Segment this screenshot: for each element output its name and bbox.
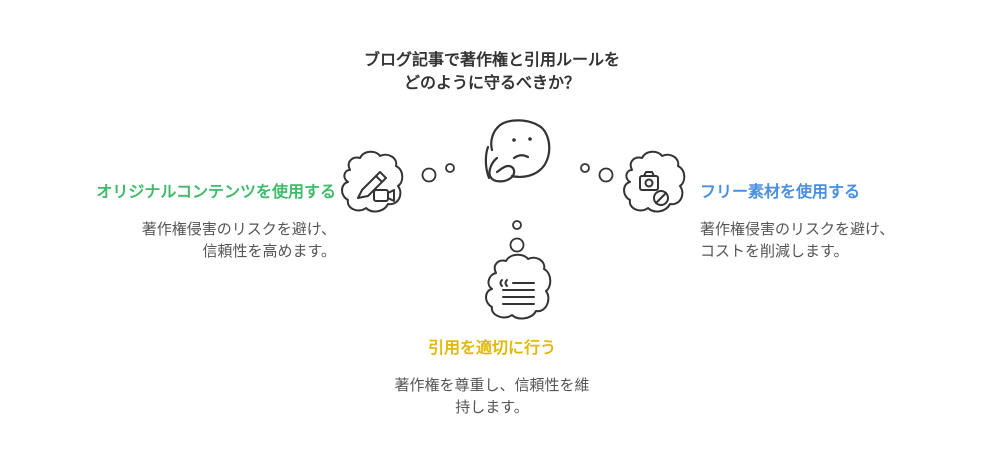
option-proper-citation-desc-line-1: 著作権を尊重し、信頼性を維 [394,376,590,394]
thought-bubbles-right [580,163,614,183]
option-free-material-desc: 著作権侵害のリスクを避け、 コストを削減します。 [700,218,980,262]
option-proper-citation-desc-line-2: 持します。 [455,398,529,416]
option-original-content-desc-line-1: 著作権侵害のリスクを避け、 [141,220,336,238]
question-line-2: どのように守るべきか？ [403,73,580,92]
thinking-face-icon [484,119,551,183]
option-free-material-desc-line-2: コストを削減します。 [700,242,849,260]
option-original-content-desc-line-2: 信頼性を高めます。 [202,242,336,260]
thought-bubbles-left [421,163,455,183]
camera-blocked-icon [623,150,686,213]
quote-text-icon [485,253,552,320]
option-original-content-title: オリジナルコンテンツを使用する [96,182,336,201]
option-free-material-title: フリー素材を使用する [700,182,861,201]
option-original-content-desc: 著作権侵害のリスクを避け、 信頼性を高めます。 [36,218,336,262]
option-proper-citation-desc: 著作権を尊重し、信頼性を維 持します。 [352,374,632,418]
question-title: ブログ記事で著作権と引用ルールを どのように守るべきか？ [292,48,692,94]
option-proper-citation-title: 引用を適切に行う [427,338,556,357]
thought-bubbles-bottom [509,220,525,253]
pen-video-icon [341,150,404,213]
option-free-material-desc-line-1: 著作権侵害のリスクを避け、 [700,220,895,238]
question-line-1: ブログ記事で著作権と引用ルールを [363,50,620,69]
